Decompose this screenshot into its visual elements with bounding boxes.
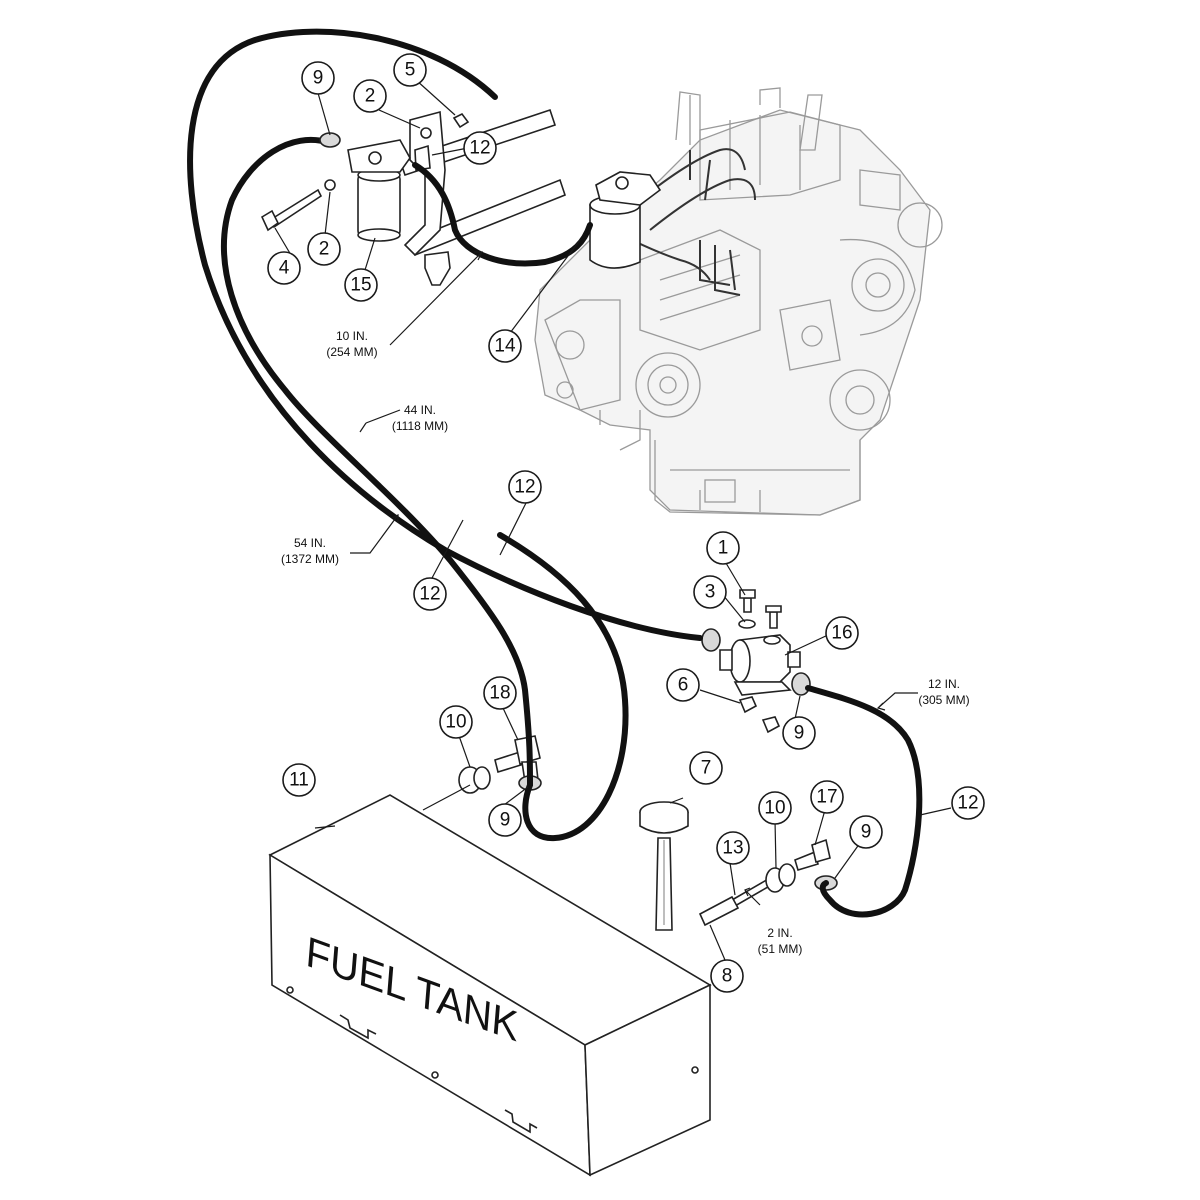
pump-hardware [738,589,782,734]
svg-text:54 IN.: 54 IN. [294,536,326,550]
svg-text:6: 6 [678,675,689,696]
callout-7: 7 [689,751,723,785]
callout-12-bracket: 12 [463,131,497,165]
svg-text:3: 3 [705,582,716,603]
leader-lines [274,79,952,961]
svg-text:15: 15 [350,275,371,296]
callout-12-right: 12 [951,786,985,820]
callout-9-pump: 9 [782,716,816,750]
svg-text:13: 13 [722,838,743,859]
svg-text:7: 7 [701,758,712,779]
callout-11: 11 [282,763,316,797]
fuel-filter-15 [347,139,411,242]
washer-2-right [420,127,432,139]
callout-12-mid-bottom: 12 [413,577,447,611]
hose-tank-loop-left [497,532,629,842]
elbow-fitting-18 [494,735,541,783]
callout-5: 5 [393,53,427,87]
callout-12-mid-top: 12 [508,470,542,504]
svg-text:10: 10 [764,798,785,819]
clamp-9-pump [791,672,811,696]
svg-text:9: 9 [794,723,805,744]
svg-text:10: 10 [445,712,466,733]
svg-text:5: 5 [405,60,416,81]
svg-text:2: 2 [319,239,330,260]
callout-2-top: 2 [353,79,387,113]
svg-text:(51 MM): (51 MM) [758,942,803,956]
callout-3: 3 [693,575,727,609]
nut-5 [452,112,470,129]
callout-17: 17 [810,780,844,814]
svg-text:9: 9 [313,68,324,89]
svg-text:(1118 MM): (1118 MM) [392,419,448,433]
svg-text:9: 9 [500,810,511,831]
washer-2-left [324,179,336,191]
svg-text:12: 12 [469,138,490,159]
hose-12in [805,685,923,918]
fuel-tank: FUEL TANK [268,794,712,1177]
elbow-fitting-17 [794,838,831,871]
dimension-54in: 54 IN. (1372 MM) [281,536,339,566]
svg-text:44 IN.: 44 IN. [404,403,436,417]
callout-2-lower: 2 [307,232,341,266]
callout-6: 6 [666,668,700,702]
engine-fuel-filter [589,171,662,269]
callout-9-tank-right: 9 [849,815,883,849]
svg-text:10 IN.: 10 IN. [336,329,368,343]
dimension-44in: 44 IN. (1118 MM) [392,403,448,433]
svg-text:1: 1 [718,538,729,559]
svg-text:14: 14 [494,336,516,357]
clamp-left-pump [701,628,721,652]
svg-text:11: 11 [289,770,309,791]
isolator-mount [424,251,451,286]
svg-text:(254 MM): (254 MM) [326,345,377,359]
callout-9-tank-left: 9 [488,803,522,837]
callout-1: 1 [706,531,740,565]
dimension-10in: 10 IN. (254 MM) [326,329,377,359]
callout-13: 13 [716,831,750,865]
svg-text:2: 2 [365,86,376,107]
svg-text:12: 12 [957,793,978,814]
hose-10in [412,162,593,267]
svg-text:4: 4 [279,258,290,279]
callout-9-top: 9 [301,61,335,95]
svg-text:12: 12 [419,584,440,605]
fuel-pump-16 [719,634,801,696]
bushing-10-left [458,766,491,794]
bolt-4 [260,188,323,232]
callout-8: 8 [710,959,744,993]
clamp-9-filter [319,132,341,148]
svg-text:16: 16 [831,623,852,644]
svg-text:8: 8 [722,966,733,987]
svg-text:18: 18 [489,683,510,704]
svg-text:(305 MM): (305 MM) [918,693,969,707]
svg-text:(1372 MM): (1372 MM) [281,552,339,566]
callout-14: 14 [488,329,522,363]
bushing-10-right [765,863,796,893]
callout-4: 4 [267,251,301,285]
hose-44in [221,136,533,788]
callout-10-left: 10 [439,705,473,739]
svg-text:17: 17 [816,787,837,808]
svg-text:12 IN.: 12 IN. [928,677,960,691]
pickup-tube-13 [698,876,775,927]
svg-text:2 IN.: 2 IN. [767,926,792,940]
svg-text:9: 9 [861,822,872,843]
engine [534,87,943,516]
hose-return-54in [187,28,703,641]
dimension-2in: 2 IN. (51 MM) [758,926,803,956]
svg-text:12: 12 [514,477,535,498]
dimension-12in: 12 IN. (305 MM) [918,677,969,707]
callout-10-right: 10 [758,791,792,825]
callout-16: 16 [825,616,859,650]
callout-15: 15 [344,268,378,302]
callout-18: 18 [483,676,517,710]
